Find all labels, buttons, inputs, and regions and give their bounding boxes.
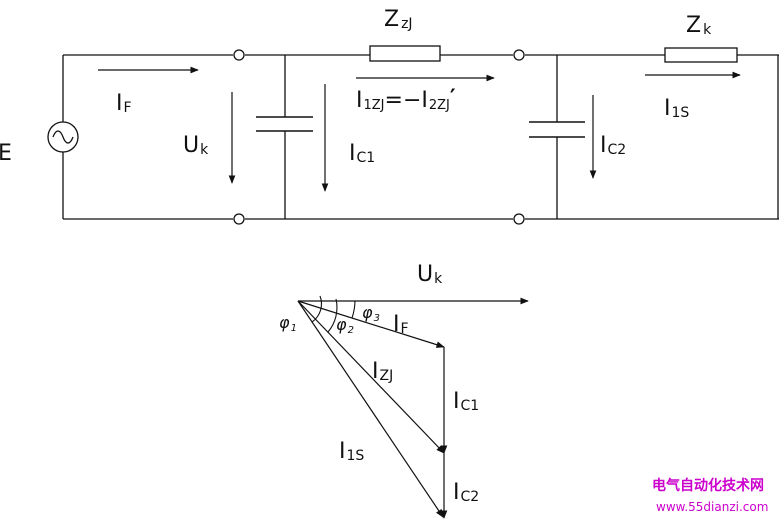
phasor-label-ic1: IC1 <box>453 389 479 414</box>
phasor-label-ic2: IC2 <box>453 480 479 505</box>
label-izj-relation: I1ZJ=−I2ZJ′ <box>356 86 456 113</box>
terminals <box>233 49 525 225</box>
phasor-label-i1s: I1S <box>339 439 364 464</box>
phasor-label-if: IF <box>393 312 409 337</box>
source-label: E <box>0 141 12 166</box>
capacitor-c1 <box>256 116 313 132</box>
label-if: IF <box>116 91 132 116</box>
arc-phi1 <box>311 295 323 323</box>
terminal-top-left <box>233 49 245 61</box>
label-uk: Uk <box>183 133 209 158</box>
arc-phi2 <box>327 298 338 333</box>
phasor-angle-arcs <box>311 295 356 333</box>
watermark-title: 电气自动化技术网 <box>652 477 764 494</box>
terminal-bottom-right <box>513 213 525 225</box>
phasor-label-uk: Uk <box>417 262 443 287</box>
ac-source-icon <box>47 121 79 153</box>
phasor-label-phi2: φ2 <box>336 315 354 336</box>
terminal-top-right <box>513 49 525 61</box>
watermark-url: www.55dianzi.com <box>656 500 768 514</box>
capacitor-c2 <box>529 121 585 138</box>
phasor-i1s <box>297 300 444 518</box>
phasor-label-phi1: φ1 <box>279 313 297 334</box>
phasor-izj <box>297 300 445 454</box>
label-i1s: I1S <box>664 96 689 121</box>
label-ic1: IC1 <box>349 141 375 166</box>
phasor-label-phi3: φ3 <box>362 303 380 324</box>
circuit-wires <box>62 54 779 220</box>
arc-phi3 <box>351 300 356 319</box>
terminal-bottom-left <box>233 213 245 225</box>
impedance-zk-box <box>664 47 738 63</box>
phasor-label-izj: IZJ <box>372 359 393 384</box>
label-ic2: IC2 <box>600 133 626 158</box>
phasor-if <box>297 300 445 348</box>
circuit-arrows <box>98 66 741 192</box>
phasor-vectors <box>297 297 529 519</box>
impedance-zzj-box <box>369 45 441 62</box>
